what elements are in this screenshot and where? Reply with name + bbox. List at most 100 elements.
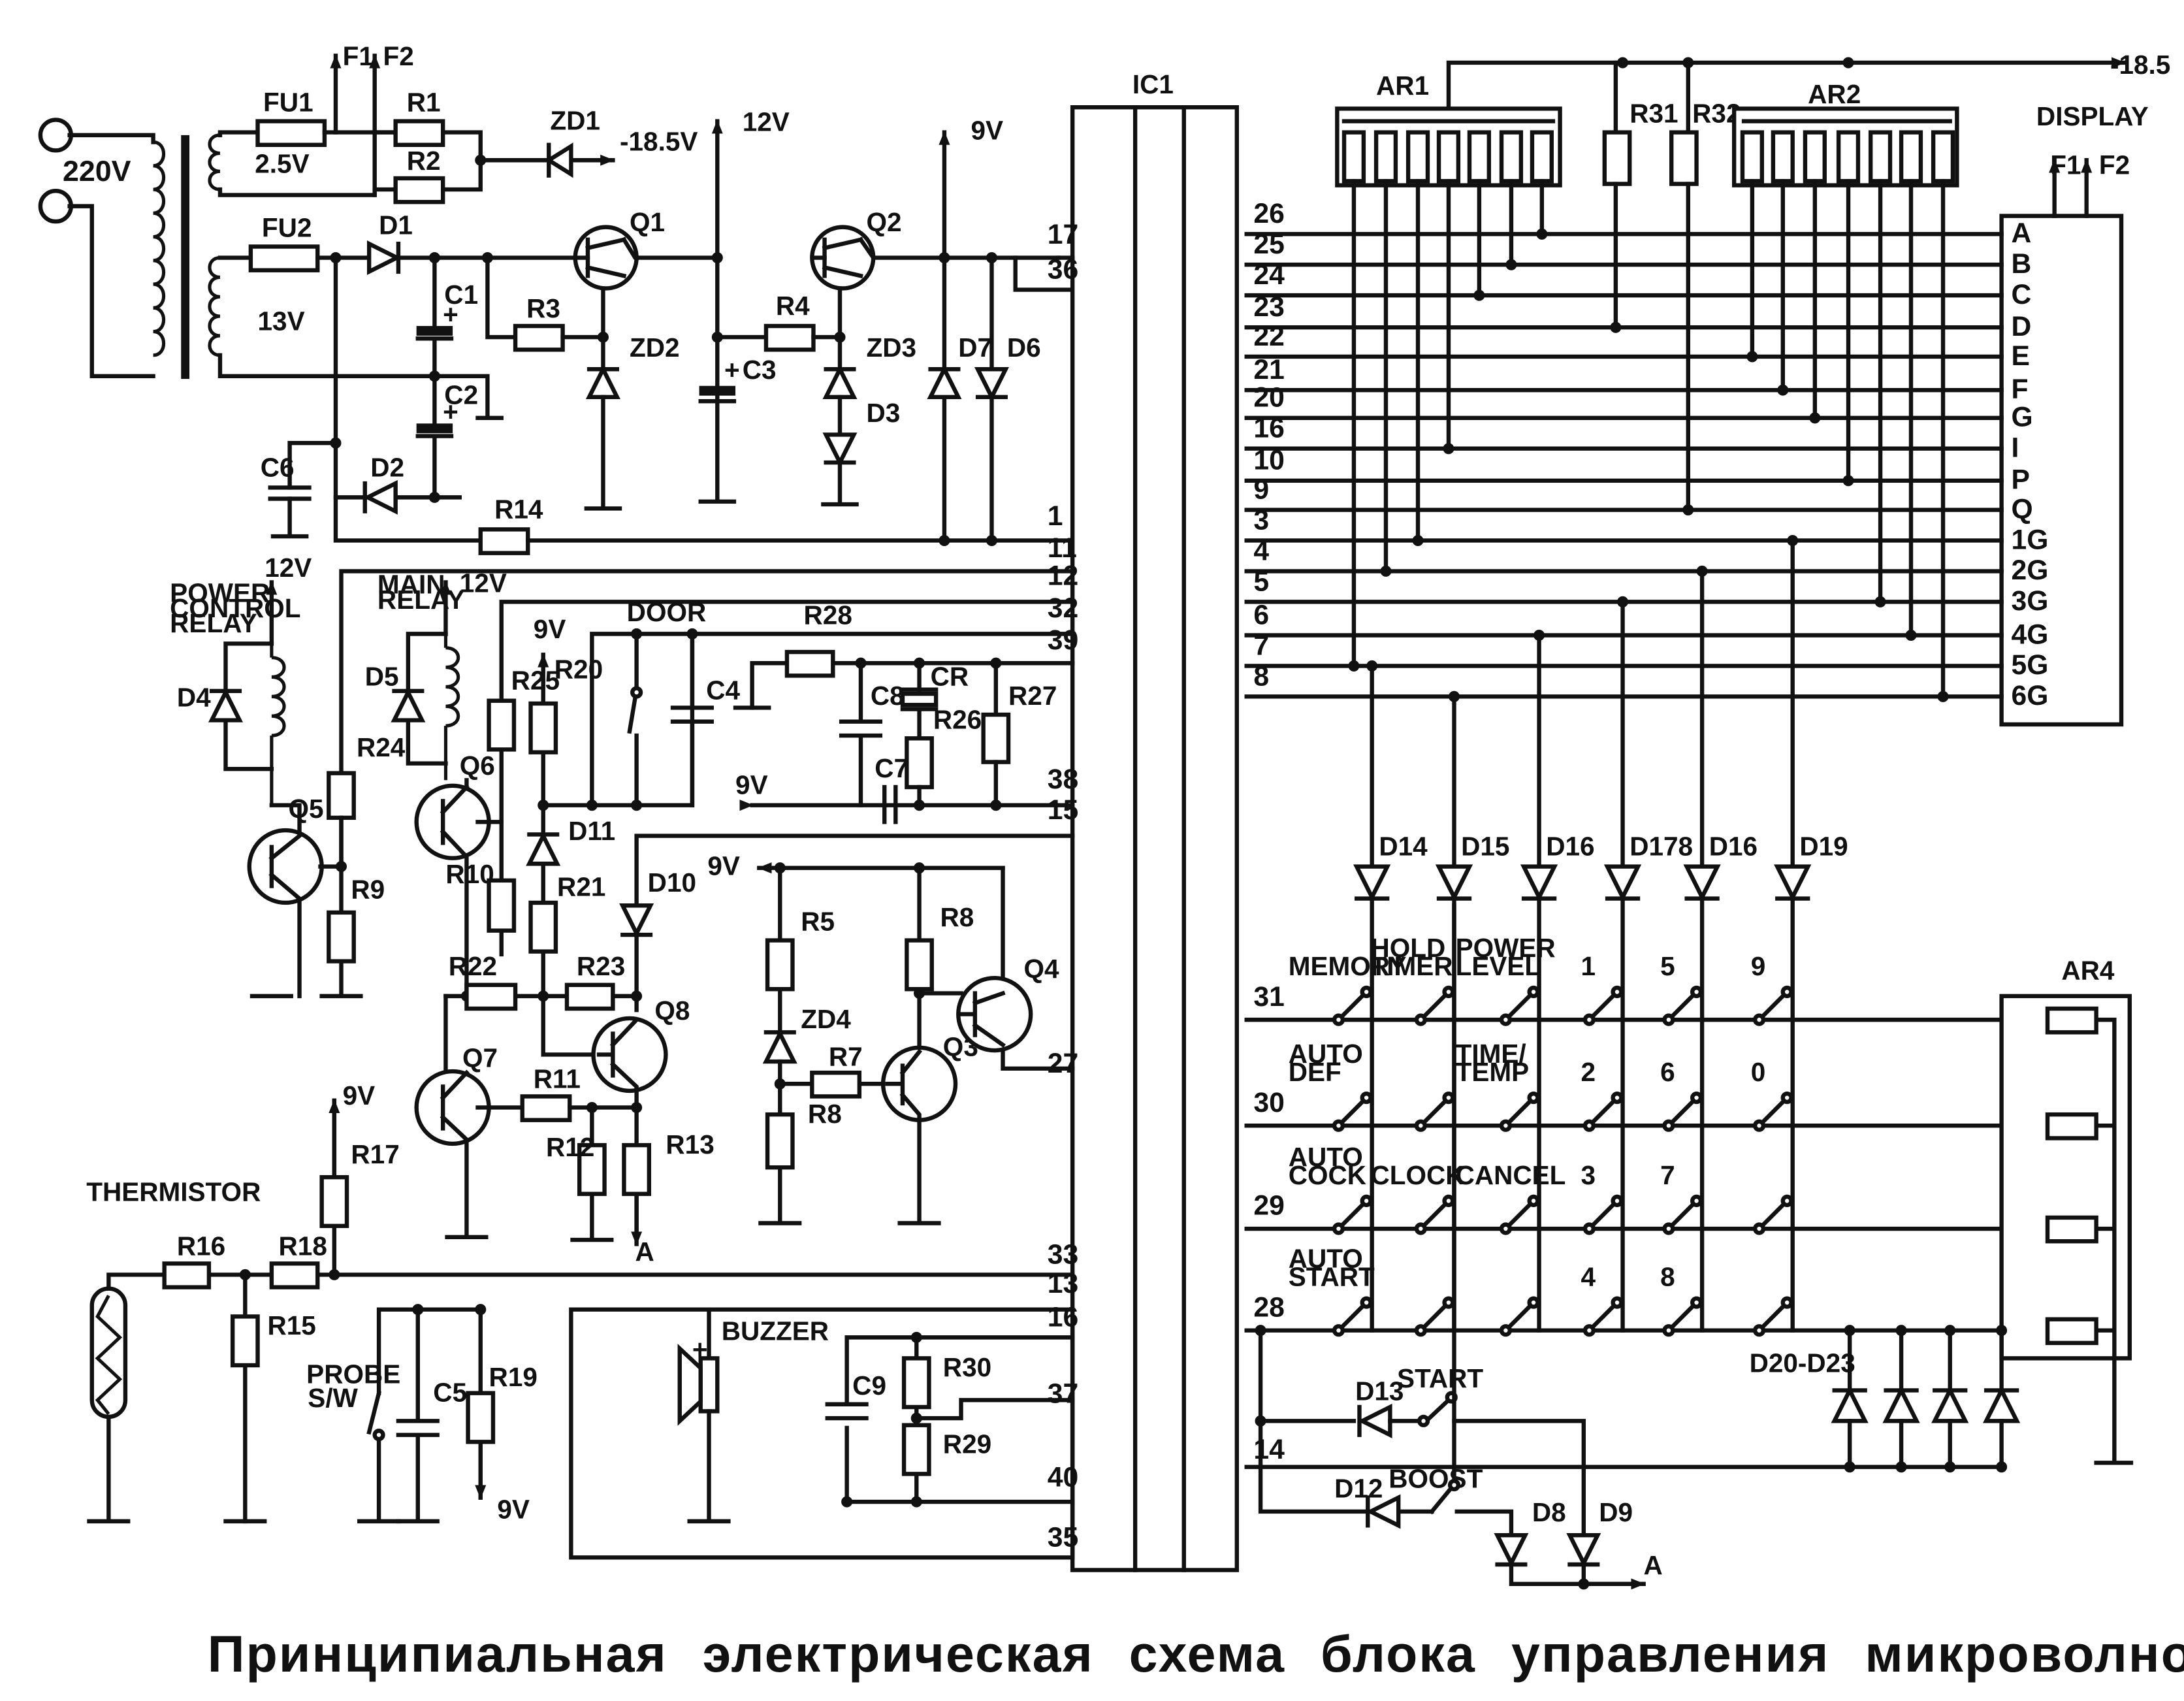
key-label: CANCEL: [1456, 1160, 1566, 1190]
svg-text:R31: R31: [1630, 99, 1678, 129]
svg-text:C5: C5: [433, 1377, 467, 1407]
svg-text:12V: 12V: [743, 106, 790, 137]
svg-text:D8: D8: [1532, 1497, 1566, 1527]
fuse-fu2: [248, 244, 320, 272]
svg-text:AR2: AR2: [1808, 79, 1861, 109]
key-label: 7: [1660, 1160, 1675, 1190]
svg-text:C6: C6: [261, 452, 295, 482]
display-pin-label: E: [2012, 340, 2030, 372]
key-label: DEF: [1289, 1057, 1341, 1087]
ic1-pin-label: 17: [1048, 219, 1078, 250]
svg-text:R8: R8: [940, 902, 974, 932]
svg-text:D1: D1: [379, 210, 413, 240]
ic1-pin-label: 7: [1253, 630, 1269, 661]
q3-q4-section: 9V R5 ZD4 R8 R7 R8 Q3 Q4: [707, 850, 1060, 1225]
svg-text:R8: R8: [808, 1099, 842, 1129]
svg-text:D6: D6: [1007, 332, 1041, 363]
display-pin-label: 4G: [2012, 619, 2049, 650]
diode-label: D16: [1709, 831, 1758, 861]
svg-text:C9: C9: [852, 1370, 886, 1401]
key-label: TIMER: [1371, 951, 1453, 981]
svg-text:R7: R7: [829, 1041, 863, 1071]
scan-pin-label: 28: [1253, 1291, 1284, 1323]
display-pin-label: 2G: [2012, 555, 2049, 586]
svg-text:R1: R1: [407, 88, 441, 118]
svg-text:Q7: Q7: [462, 1043, 498, 1073]
key-label: LEVEL: [1456, 951, 1541, 981]
ic1-pin-label: 27: [1048, 1048, 1078, 1079]
svg-text:R5: R5: [801, 907, 835, 937]
key-label: 2: [1581, 1057, 1596, 1087]
svg-text:R19: R19: [489, 1362, 538, 1392]
svg-text:Q2: Q2: [867, 207, 902, 237]
ic1-pin-label: 5: [1253, 566, 1269, 597]
ic1-pin-label: 15: [1048, 794, 1078, 826]
key-label: 1: [1581, 951, 1596, 981]
svg-text:AR1: AR1: [1376, 71, 1429, 101]
svg-text:R25: R25: [511, 666, 560, 696]
display-pin-label: 5G: [2012, 649, 2049, 681]
key-label: 4: [1581, 1261, 1596, 1291]
svg-text:A: A: [635, 1237, 654, 1267]
diode-label: D178: [1630, 831, 1693, 861]
key-label: HOLD: [1371, 933, 1446, 963]
display-pin-label: A: [2012, 218, 2032, 249]
svg-text:R30: R30: [943, 1352, 991, 1382]
svg-text:RELAY: RELAY: [377, 585, 465, 615]
key-label: START: [1289, 1261, 1375, 1291]
ic1-pin-label: 8: [1253, 660, 1269, 692]
ic1-pin-label: 21: [1253, 354, 1284, 385]
power-supply-section: 220V 2.5V FU1 F1 F2 R1 R2 ZD1 -18.5V 1: [38, 41, 1075, 555]
transformer-core: [181, 135, 190, 380]
svg-text:START: START: [1397, 1363, 1483, 1393]
svg-text:R11: R11: [534, 1064, 581, 1094]
svg-text:R16: R16: [177, 1231, 225, 1261]
ic1-pin-label: 1: [1048, 500, 1063, 532]
key-label: AUTO: [1289, 1244, 1363, 1274]
ic1-pin-label: 33: [1048, 1239, 1078, 1270]
resistor-r32: [1669, 130, 1699, 186]
svg-text:D5: D5: [365, 661, 399, 691]
fuse-fu1: [255, 119, 327, 147]
key-label: TEMP: [1456, 1057, 1530, 1087]
display-pin-label: F: [2012, 374, 2029, 405]
svg-text:C1: C1: [444, 280, 478, 310]
svg-text:2.5V: 2.5V: [255, 148, 309, 178]
ic1-pin-label: 20: [1253, 382, 1284, 413]
display-pin-label: G: [2012, 402, 2033, 433]
diode-label: D15: [1461, 831, 1509, 861]
display-pin-label: B: [2012, 248, 2032, 280]
svg-text:R3: R3: [526, 293, 560, 323]
main-relay-section: MAIN RELAY 12V D5 Q6 R25 R10 9V R20 D11 …: [365, 568, 1057, 1267]
svg-text:BUZZER: BUZZER: [722, 1316, 829, 1346]
schematic-caption: Принципиальная электрическая схема блока…: [208, 1625, 2184, 1683]
svg-text:D2: D2: [370, 452, 404, 482]
svg-text:ZD3: ZD3: [867, 332, 917, 363]
svg-text:Q5: Q5: [288, 794, 323, 824]
sensor-section: THERMISTOR 9V R17 R16 R18 R15 PROBE S/W …: [86, 1080, 991, 1524]
mains-voltage-label: 220V: [63, 155, 131, 187]
scan-pin-label: 31: [1253, 981, 1284, 1012]
svg-text:D3: D3: [867, 398, 901, 428]
display-pin-label: P: [2012, 464, 2030, 496]
svg-text:R23: R23: [577, 951, 625, 981]
svg-text:+: +: [692, 1334, 708, 1364]
svg-text:-18.5: -18.5: [2110, 50, 2170, 80]
svg-text:POWER: POWER: [170, 577, 270, 608]
svg-text:R14: R14: [494, 494, 543, 524]
svg-text:F1: F1: [343, 41, 374, 71]
key-label: 3: [1581, 1160, 1596, 1190]
svg-text:A: A: [1644, 1550, 1663, 1580]
ic1-pin-label: 38: [1048, 764, 1078, 795]
display-pin-label: 3G: [2012, 585, 2049, 617]
svg-text:R15: R15: [267, 1310, 315, 1340]
svg-text:-18.5V: -18.5V: [620, 126, 698, 156]
svg-text:Q6: Q6: [460, 751, 495, 781]
svg-text:D4: D4: [177, 682, 211, 712]
svg-text:Q4: Q4: [1024, 954, 1060, 984]
key-label: AUTO: [1289, 1039, 1363, 1069]
svg-text:FU2: FU2: [262, 213, 312, 243]
